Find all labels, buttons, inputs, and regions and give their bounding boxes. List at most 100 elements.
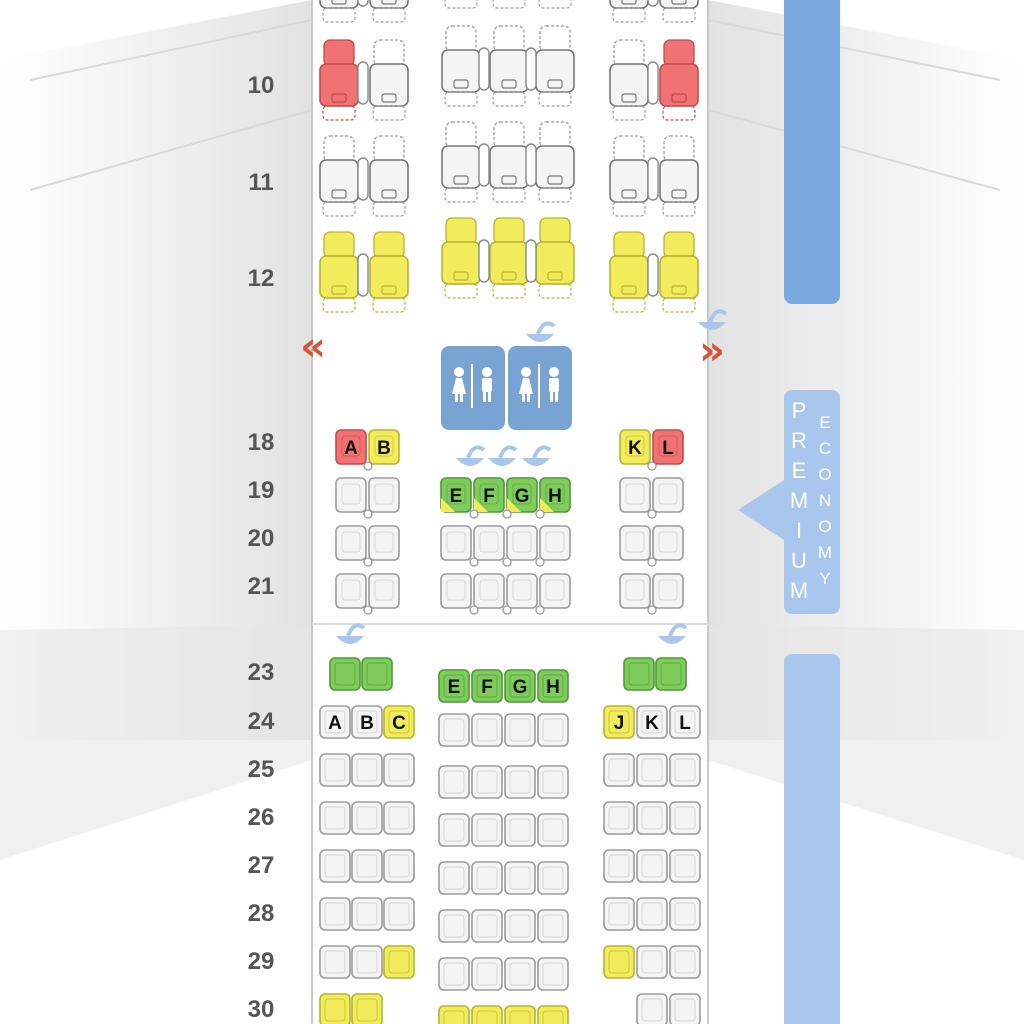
seat[interactable] xyxy=(619,573,651,609)
seat[interactable] xyxy=(669,753,701,787)
seat[interactable] xyxy=(368,429,400,465)
seat[interactable] xyxy=(471,765,503,799)
seat[interactable] xyxy=(442,0,480,9)
seat[interactable] xyxy=(441,25,481,107)
seat[interactable] xyxy=(539,525,571,561)
seat[interactable] xyxy=(351,801,383,835)
seat[interactable] xyxy=(504,813,536,847)
seat[interactable] xyxy=(504,957,536,991)
seat[interactable] xyxy=(659,0,699,23)
seat[interactable] xyxy=(361,657,393,691)
seat[interactable] xyxy=(652,573,684,609)
seat[interactable] xyxy=(535,121,575,203)
seat[interactable] xyxy=(636,705,668,739)
seat[interactable] xyxy=(319,849,351,883)
seat[interactable] xyxy=(636,993,668,1024)
seat[interactable] xyxy=(319,705,351,739)
seat[interactable] xyxy=(319,231,359,313)
seat[interactable] xyxy=(652,525,684,561)
seat[interactable] xyxy=(369,135,409,217)
seat[interactable] xyxy=(438,957,470,991)
seat[interactable] xyxy=(609,0,649,23)
seat[interactable] xyxy=(603,705,635,739)
seat[interactable] xyxy=(489,25,529,107)
seat[interactable] xyxy=(489,217,529,299)
seat[interactable] xyxy=(619,477,651,513)
seat[interactable] xyxy=(506,477,538,513)
seat[interactable] xyxy=(537,765,569,799)
seat[interactable] xyxy=(619,525,651,561)
seat[interactable] xyxy=(537,713,569,747)
seat[interactable] xyxy=(609,231,649,313)
seat[interactable] xyxy=(669,945,701,979)
seat[interactable] xyxy=(351,945,383,979)
seat[interactable] xyxy=(659,39,699,121)
seat[interactable] xyxy=(652,477,684,513)
seat[interactable] xyxy=(438,765,470,799)
seat[interactable] xyxy=(473,477,505,513)
seat[interactable] xyxy=(471,1005,503,1024)
seat[interactable] xyxy=(506,525,538,561)
seat[interactable] xyxy=(669,801,701,835)
seat[interactable] xyxy=(636,945,668,979)
seat[interactable] xyxy=(504,909,536,943)
seat[interactable] xyxy=(603,753,635,787)
seat[interactable] xyxy=(655,657,687,691)
seat[interactable] xyxy=(473,573,505,609)
seat[interactable] xyxy=(659,135,699,217)
seat[interactable] xyxy=(537,669,569,703)
seat[interactable] xyxy=(319,945,351,979)
seat[interactable] xyxy=(319,993,351,1024)
seat[interactable] xyxy=(351,897,383,931)
seat[interactable] xyxy=(669,705,701,739)
seat[interactable] xyxy=(441,217,481,299)
seat[interactable] xyxy=(504,1005,536,1024)
seat[interactable] xyxy=(623,657,655,691)
seat[interactable] xyxy=(669,993,701,1024)
seat[interactable] xyxy=(369,0,409,23)
seat[interactable] xyxy=(535,217,575,299)
seat[interactable] xyxy=(369,39,409,121)
seat[interactable] xyxy=(471,861,503,895)
seat[interactable] xyxy=(369,231,409,313)
seat[interactable] xyxy=(636,801,668,835)
seat[interactable] xyxy=(537,909,569,943)
seat[interactable] xyxy=(335,573,367,609)
seat[interactable] xyxy=(440,477,472,513)
seat[interactable] xyxy=(471,713,503,747)
seat[interactable] xyxy=(537,1005,569,1024)
seat[interactable] xyxy=(619,429,651,465)
seat[interactable] xyxy=(383,945,415,979)
seat[interactable] xyxy=(539,477,571,513)
seat[interactable] xyxy=(319,135,359,217)
seat[interactable] xyxy=(536,0,574,9)
seat[interactable] xyxy=(636,753,668,787)
seat[interactable] xyxy=(335,429,367,465)
seat[interactable] xyxy=(609,135,649,217)
seat[interactable] xyxy=(473,525,505,561)
seat[interactable] xyxy=(506,573,538,609)
seat[interactable] xyxy=(438,813,470,847)
seat[interactable] xyxy=(335,477,367,513)
seat[interactable] xyxy=(438,909,470,943)
seat[interactable] xyxy=(669,849,701,883)
seat[interactable] xyxy=(351,993,383,1024)
seat[interactable] xyxy=(535,25,575,107)
seat[interactable] xyxy=(471,669,503,703)
seat[interactable] xyxy=(440,525,472,561)
seat[interactable] xyxy=(603,897,635,931)
seat[interactable] xyxy=(368,573,400,609)
seat[interactable] xyxy=(603,801,635,835)
seat[interactable] xyxy=(471,813,503,847)
seat[interactable] xyxy=(537,861,569,895)
seat[interactable] xyxy=(368,477,400,513)
seat[interactable] xyxy=(383,753,415,787)
seat[interactable] xyxy=(471,909,503,943)
seat[interactable] xyxy=(537,957,569,991)
seat[interactable] xyxy=(504,861,536,895)
seat[interactable] xyxy=(438,669,470,703)
seat[interactable] xyxy=(335,525,367,561)
seat[interactable] xyxy=(504,765,536,799)
seat[interactable] xyxy=(319,0,359,23)
seat[interactable] xyxy=(383,801,415,835)
